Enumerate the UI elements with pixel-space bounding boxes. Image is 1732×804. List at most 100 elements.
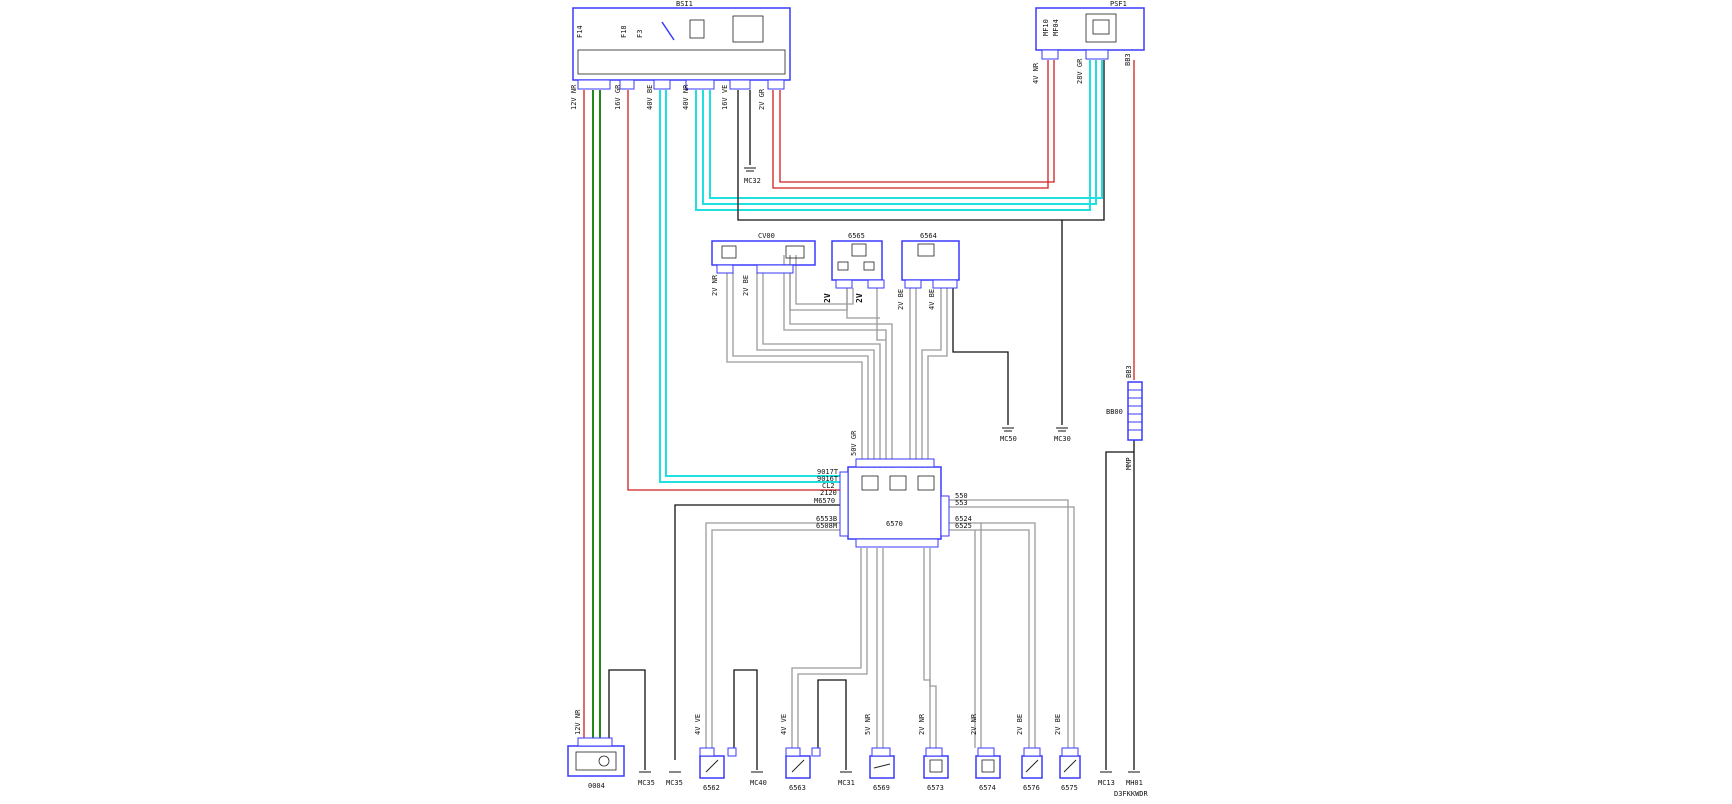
- wire-gray-4: [762, 272, 881, 468]
- svg-text:MH01: MH01: [1126, 779, 1143, 787]
- ground-mc30: MC30: [1054, 427, 1071, 443]
- wire-gray-r3: [948, 522, 1036, 748]
- wire-gray-5: [783, 255, 887, 468]
- cv00-name: CV00: [758, 232, 775, 240]
- component-cv00[interactable]: CV00 2V NR 2V BE: [711, 232, 816, 296]
- component-bsi1[interactable]: BSI1 F14 F18 F3 12V NR 16V GR 40V BE 40V…: [570, 0, 791, 110]
- fuse-f18: F18: [620, 25, 628, 38]
- cv00-label-2vbe: 2V BE: [742, 275, 750, 296]
- ground-mc35: MC35: [638, 771, 655, 787]
- psf1-name: PSF1: [1110, 0, 1127, 8]
- wire-black-mc40: [733, 669, 758, 770]
- c6576-name: 6576: [1023, 784, 1040, 792]
- c6570-right-wire-1: 553: [955, 499, 968, 507]
- c6574-name: 6574: [979, 784, 996, 792]
- c6570-right-wire-0: 550: [955, 492, 968, 500]
- c6570-top-label: 50V GR: [850, 430, 858, 456]
- svg-text:MC31: MC31: [838, 779, 855, 787]
- ground-mh01: MH01: [1126, 771, 1143, 787]
- wire-gray-6565a: [846, 288, 880, 319]
- c6564-label-4vbe: 4V BE: [928, 289, 936, 310]
- c0004-wire-12vnr: 12V NR: [574, 709, 582, 735]
- wire-gray-r1: [948, 499, 1069, 748]
- ground-mc31: MC31: [838, 771, 855, 787]
- c6563-label: 4V VE: [780, 714, 788, 735]
- wire-black-m6570: [674, 504, 842, 760]
- c6569-name: 6569: [873, 784, 890, 792]
- svg-text:MC13: MC13: [1098, 779, 1115, 787]
- c0004-name: 0004: [588, 782, 605, 790]
- grounds: MC32 MC50 MC30 MC35 MC35 MC40 MC31 MC13: [638, 167, 1143, 787]
- wire-cyan-4: [702, 60, 1097, 205]
- wire-gray-l1: [705, 522, 842, 748]
- wire-black-mc50: [952, 288, 1009, 425]
- component-6562[interactable]: 6562 4V VE: [694, 714, 737, 792]
- component-psf1[interactable]: PSF1 MF10 MF04 4V NR 28V GR BB3: [1032, 0, 1145, 84]
- bsi1-wire-16vgr: 16V GR: [614, 84, 622, 110]
- wire-cyan-2: [665, 90, 842, 477]
- c6565-label-2v-a: 2V: [823, 293, 832, 303]
- bsi1-name: BSI1: [676, 0, 693, 8]
- svg-text:MC40: MC40: [750, 779, 767, 787]
- wire-red-2v-a: [772, 60, 1049, 189]
- c6570-left-wire2-1: 6508M: [816, 522, 837, 530]
- component-6565[interactable]: 6565 2V 2V: [823, 232, 885, 303]
- component-6573[interactable]: 6573 2V NR: [918, 713, 949, 792]
- bsi1-wire-16vve: 16V VE: [721, 85, 729, 110]
- component-6569[interactable]: 6569 5V NR: [864, 713, 895, 792]
- svg-text:MC35: MC35: [638, 779, 655, 787]
- component-6564[interactable]: 6564 2V BE 4V BE: [897, 232, 960, 310]
- bb00-mmp: MMP: [1125, 457, 1133, 470]
- fuse-f3: F3: [636, 30, 644, 38]
- wire-cyan-1: [659, 90, 842, 483]
- wire-black-mc35: [608, 669, 646, 770]
- fuse-f14: F14: [576, 25, 584, 38]
- psf1-fuse-mf10: MF10: [1042, 19, 1050, 36]
- component-6575[interactable]: 6575 2V BE: [1054, 714, 1081, 792]
- wire-gray-1: [726, 272, 863, 468]
- component-6576[interactable]: 6576 2V BE: [1016, 714, 1043, 792]
- c6570-left-wire2-0: 6553B: [816, 515, 837, 523]
- wire-gray-cv2: [795, 255, 854, 305]
- wire-black-mc31: [817, 679, 847, 770]
- wire-gray-b1: [791, 548, 862, 748]
- wire-gray-3: [756, 272, 875, 468]
- component-6563[interactable]: 6563 4V VE: [780, 714, 821, 792]
- c6573-label: 2V NR: [918, 713, 926, 735]
- bb00-cells: [1128, 389, 1142, 431]
- wire-gray-l2: [711, 529, 842, 748]
- wire-gray-6565b: [876, 288, 886, 341]
- component-6574[interactable]: 6574 2V NR: [970, 713, 1001, 792]
- bsi1-wire-40vnr: 40V NR: [682, 84, 690, 110]
- wire-gray-r2: [948, 506, 1075, 748]
- c6564-name: 6564: [920, 232, 937, 240]
- svg-text:MC35: MC35: [666, 779, 683, 787]
- psf1-wire-4vnr: 4V NR: [1032, 62, 1040, 84]
- psf1-wire-28vgr: 28V GR: [1076, 58, 1084, 84]
- component-bb00[interactable]: BB00 BB3 MMP: [1106, 365, 1143, 470]
- component-0004[interactable]: 0004 12V NR: [567, 709, 625, 790]
- bsi1-pins: [577, 79, 785, 90]
- svg-text:MC32: MC32: [744, 177, 761, 185]
- c6570-left-wire-3: 2120: [820, 489, 837, 497]
- bsi1-wire-40vbe: 40V BE: [646, 85, 654, 110]
- c6570-left-wire-0: 9017T: [817, 468, 839, 476]
- ground-mc40: MC40: [750, 771, 767, 787]
- c6570-name: 6570: [886, 520, 903, 528]
- ground-mc32: MC32: [744, 167, 761, 185]
- wire-black-mc13: [1105, 451, 1134, 770]
- c6563-name: 6563: [789, 784, 806, 792]
- wire-red-2v-b: [779, 60, 1055, 183]
- c6565-label-2v-b: 2V: [855, 293, 864, 303]
- wires: [583, 60, 1135, 770]
- svg-text:MC50: MC50: [1000, 435, 1017, 443]
- c6576-label: 2V BE: [1016, 714, 1024, 735]
- wire-red-16v: [627, 90, 842, 491]
- psf1-fuse-mf04: MF04: [1052, 19, 1060, 36]
- ground-mc13: MC13: [1098, 771, 1115, 787]
- diagram-code: D3FKKWDR: [1114, 790, 1149, 798]
- c6564-label-2vbe: 2V BE: [897, 289, 905, 310]
- component-6570[interactable]: 6570 50V GR 9017T 9016T CL2 2120 M6570 6…: [814, 430, 972, 548]
